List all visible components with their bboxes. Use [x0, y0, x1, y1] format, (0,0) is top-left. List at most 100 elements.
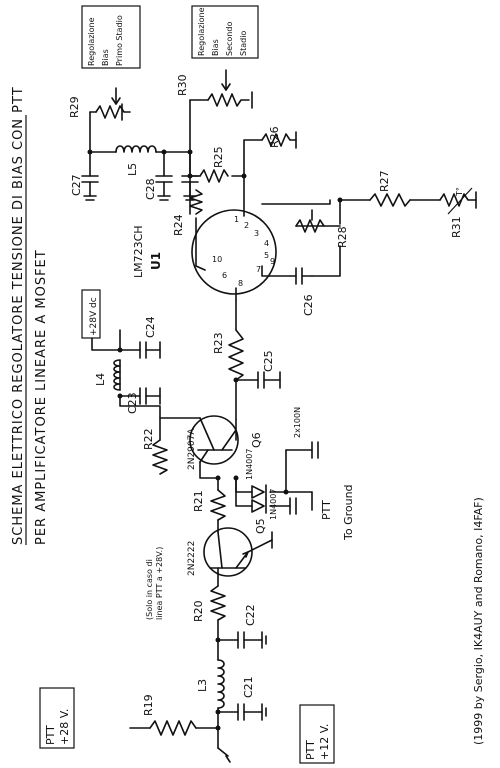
- ptt-12v-box: PTT +12 V.: [299, 704, 335, 764]
- resistor-r19: [149, 720, 197, 736]
- capacitor-c26: [289, 267, 313, 285]
- label-l3: L3: [196, 679, 209, 692]
- bias1-note-2: Bias: [101, 49, 110, 66]
- diode-d1: [251, 484, 267, 500]
- label-c22: C22: [244, 604, 257, 626]
- bias1-note-1: Regolazione: [87, 17, 96, 66]
- resistor-r26: [261, 133, 297, 147]
- label-ptt-note-1: (Solo in caso di: [145, 559, 154, 620]
- resistor-r29: [95, 87, 131, 119]
- ic-pin-4: 4: [264, 239, 269, 248]
- label-r31: R31: [450, 216, 463, 238]
- resistor-r20: [210, 585, 226, 621]
- resistor-r28: [295, 209, 325, 233]
- label-l4: L4: [94, 373, 107, 386]
- ic-pin-8: 8: [238, 279, 243, 288]
- capacitor-pair-2x100n: [289, 441, 319, 515]
- ic-pin-7: 7: [256, 265, 261, 274]
- capacitor-c25: [257, 371, 281, 389]
- wiring: [89, 99, 441, 757]
- ground-symbols: [83, 91, 477, 763]
- resistor-r24: [189, 189, 203, 215]
- ic-pin-2: 2: [244, 221, 249, 230]
- ic-pin-10: 10: [212, 255, 222, 264]
- label-r26: R26: [268, 126, 281, 148]
- transistor-q6: [189, 415, 239, 465]
- label-ptt: PTT: [320, 500, 333, 520]
- capacitor-c22: [237, 631, 263, 649]
- resistor-r22: [152, 439, 168, 475]
- title-line-2: PER AMPLIFICATORE LINEARE A MOSFET: [34, 249, 49, 545]
- bias2-note-3: Secondo: [225, 22, 234, 56]
- title-block-2: PER AMPLIFICATORE LINEARE A MOSFET: [34, 249, 49, 545]
- label-r28: R28: [336, 226, 349, 248]
- ic-u1: [191, 209, 277, 295]
- ptt28-label-1: PTT: [44, 725, 57, 745]
- ic-pin-1: 1: [234, 215, 239, 224]
- capacitor-c23: [139, 387, 161, 405]
- bias2-note-1: Regolazione: [197, 7, 206, 56]
- title-block: SCHEMA ELETTRICO REGOLATORE TENSIONE DI …: [11, 86, 27, 545]
- label-r22: R22: [142, 428, 155, 450]
- title-line-1: SCHEMA ELETTRICO REGOLATORE TENSIONE DI …: [11, 86, 26, 545]
- label-c25: C25: [262, 350, 275, 372]
- ic-pin-9: 9: [270, 257, 275, 266]
- ic-pin-3: 3: [254, 229, 259, 238]
- label-d1: 1N4007: [245, 449, 254, 480]
- bias1-note-3: Primo Stadio: [115, 15, 124, 66]
- bias2-note: Regolazione Bias Secondo Stadio: [191, 5, 259, 59]
- bias1-note: Regolazione Bias Primo Stadio: [81, 5, 141, 69]
- label-c23: C23: [126, 392, 139, 414]
- label-r20: R20: [192, 600, 205, 622]
- label-q5: Q5: [254, 518, 267, 534]
- transistor-q5: [203, 527, 253, 577]
- label-to-ground: To Ground: [342, 484, 355, 541]
- ic-pin-5: 5: [264, 251, 269, 260]
- label-r24: R24: [172, 214, 185, 236]
- capacitor-c27: [81, 175, 99, 197]
- label-r25: R25: [212, 146, 225, 168]
- label-r29: R29: [68, 96, 81, 118]
- label-c28: C28: [144, 178, 157, 200]
- resistor-r30: [207, 69, 250, 107]
- ptt-28v-box: PTT +28 V.: [39, 687, 75, 749]
- capacitor-c24: [139, 341, 161, 359]
- label-r30: R30: [176, 74, 189, 96]
- label-l5: L5: [126, 163, 139, 176]
- resistor-r27: [369, 193, 411, 207]
- component-labels: R19 R20 R21 R22 R23 R24 R25 R26 R27 R28 …: [68, 74, 464, 716]
- label-d2: 1N4007: [269, 489, 278, 520]
- label-r21: R21: [192, 490, 205, 512]
- label-t-symbol: T°: [455, 187, 464, 197]
- diode-d2: [251, 498, 267, 514]
- ic-pin-6: 6: [222, 271, 227, 280]
- label-r23: R23: [212, 332, 225, 354]
- bias2-note-4: Stadio: [239, 31, 248, 56]
- capacitor-c28: [155, 175, 199, 197]
- label-q6-type: 2N2907A: [187, 428, 197, 470]
- ptt28-label-2: +28 V.: [58, 709, 71, 745]
- capacitor-c21: [237, 703, 263, 721]
- label-cap-pair: 2x100N: [293, 407, 302, 438]
- ptt12-label-2: +12 V.: [318, 724, 331, 760]
- label-ic-name: LM723CH: [132, 225, 145, 278]
- label-ic-ref: U1: [149, 252, 163, 270]
- ptt12-label-1: PTT: [304, 740, 317, 760]
- junctions: [87, 149, 343, 731]
- label-ptt-note-2: linea PTT a +28V.): [155, 547, 164, 620]
- label-c21: C21: [242, 676, 255, 698]
- label-c26: C26: [302, 294, 315, 316]
- v28dc-label: +28V dc: [89, 297, 99, 336]
- label-q6: Q6: [250, 432, 263, 448]
- label-q5-type: 2N2222: [187, 541, 197, 576]
- credit-text: (1999 by Sergio, IK4AUY and Romano, I4FA…: [472, 497, 485, 745]
- inductor-l3: [217, 659, 225, 709]
- resistor-r31: [439, 187, 477, 215]
- label-r19: R19: [142, 694, 155, 716]
- resistor-r23: [228, 329, 244, 381]
- bias2-note-2: Bias: [211, 39, 220, 56]
- resistor-r21: [210, 489, 226, 521]
- inductor-l4: [113, 359, 121, 391]
- resistor-r25: [199, 169, 229, 183]
